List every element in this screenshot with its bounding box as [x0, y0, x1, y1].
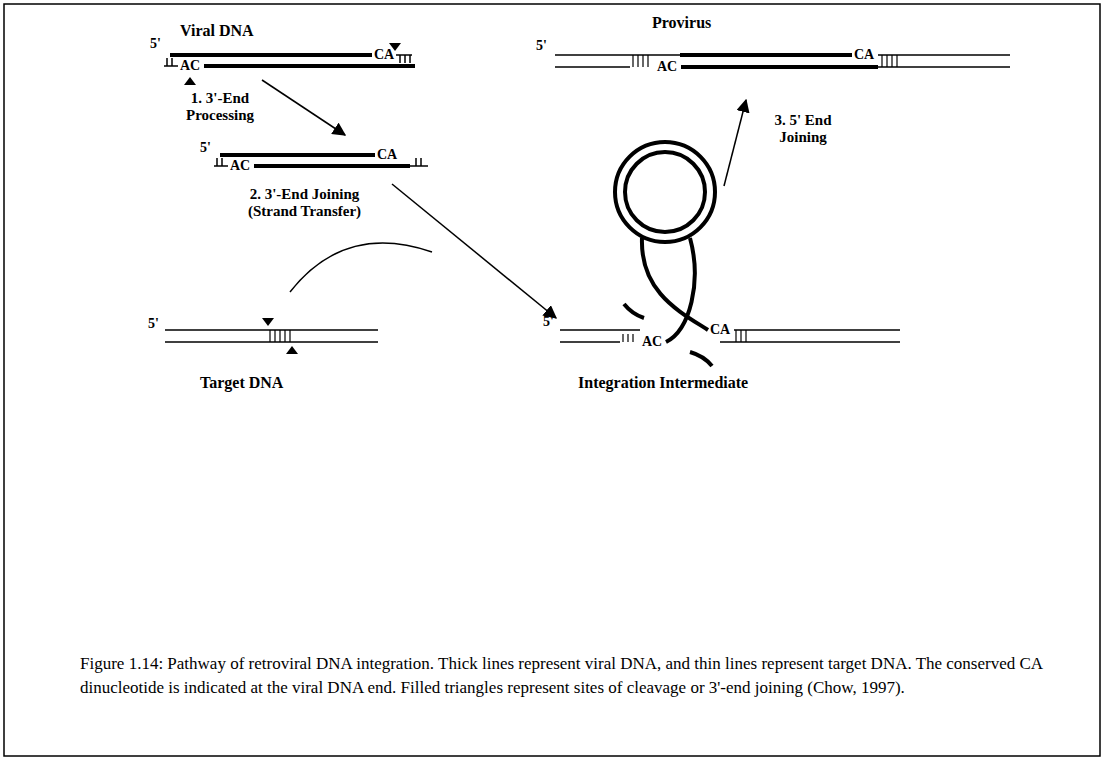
- dinucleotide: CA: [710, 322, 730, 338]
- dinucleotide: CA: [374, 47, 394, 63]
- strand-end: 5': [200, 140, 211, 156]
- strand-end: 5': [150, 36, 161, 52]
- step-label: 2. 3'-End Joining (Strand Transfer): [232, 186, 377, 221]
- dinucleotide: AC: [230, 158, 250, 174]
- figure-caption: Figure 1.14: Pathway of retroviral DNA i…: [80, 652, 1070, 700]
- provirus-dna: [555, 55, 1010, 67]
- section-title: Integration Intermediate: [578, 374, 748, 392]
- dinucleotide: AC: [642, 334, 662, 350]
- step-arrow: [392, 184, 556, 318]
- section-title: Provirus: [652, 14, 711, 32]
- curved-line: [290, 243, 432, 292]
- figure-border: [4, 4, 1100, 756]
- viral-dna: [164, 43, 415, 85]
- step-arrow: [262, 80, 345, 135]
- step-label: 3. 5' End Joining: [758, 112, 848, 147]
- target-dna: [165, 318, 378, 354]
- section-title: Viral DNA: [180, 22, 254, 40]
- dinucleotide: CA: [854, 47, 874, 63]
- strand-end: 5': [148, 316, 159, 332]
- step-arrow: [724, 100, 746, 186]
- dinucleotide: CA: [377, 147, 397, 163]
- strand-end: 5': [536, 38, 547, 54]
- dinucleotide: AC: [180, 58, 200, 74]
- strand-end: 5': [543, 314, 554, 330]
- integration-intermediate: [560, 142, 900, 366]
- section-title: Target DNA: [200, 374, 283, 392]
- step-label: 1. 3'-End Processing: [170, 90, 270, 125]
- dinucleotide: AC: [657, 59, 677, 75]
